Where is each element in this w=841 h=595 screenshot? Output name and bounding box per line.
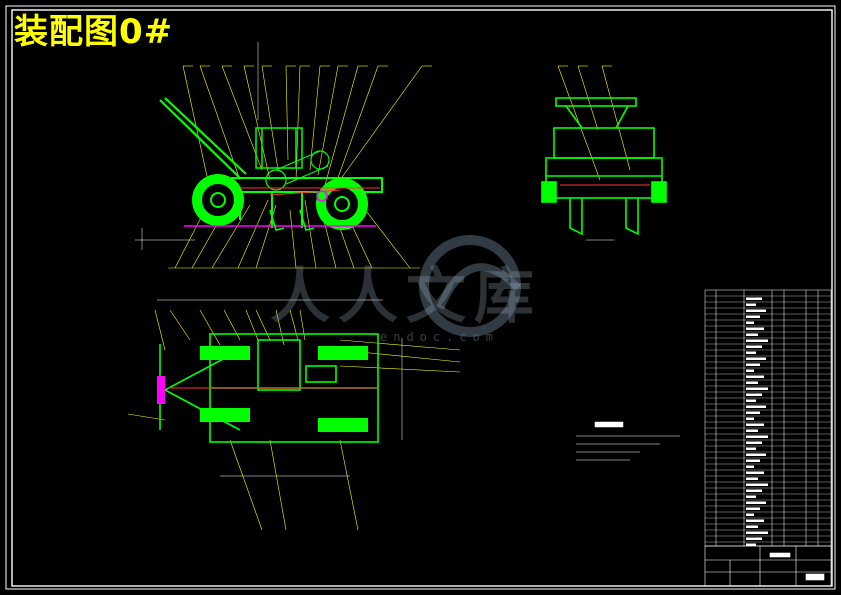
front-view xyxy=(135,42,432,269)
parts-row-text xyxy=(746,537,762,540)
parts-row-text xyxy=(746,429,758,432)
watermark-text: 人人文库 xyxy=(270,262,542,332)
parts-row-text xyxy=(746,513,754,516)
front-wheel xyxy=(192,174,244,226)
parts-row-text xyxy=(746,369,754,372)
plan-grip xyxy=(157,376,165,404)
parts-row-text xyxy=(746,375,764,378)
parts-row-text xyxy=(746,321,754,324)
parts-row-text xyxy=(746,483,768,486)
parts-row-text xyxy=(746,381,758,384)
inner-frame xyxy=(11,9,833,587)
parts-row-text xyxy=(746,459,760,462)
parts-row-text xyxy=(746,519,764,522)
parts-list xyxy=(704,289,832,547)
parts-row-text xyxy=(746,399,756,402)
parts-row-text xyxy=(746,489,762,492)
parts-row-text xyxy=(746,327,764,330)
parts-row-text xyxy=(746,297,762,300)
side-body xyxy=(541,127,667,236)
top-view xyxy=(127,299,680,531)
parts-list-rows xyxy=(705,295,831,546)
parts-row-text xyxy=(746,363,760,366)
parts-row-text xyxy=(746,501,766,504)
side-handle xyxy=(555,97,637,129)
rear-wheel xyxy=(316,178,368,230)
parts-row-text xyxy=(746,495,756,498)
parts-row-text xyxy=(746,333,758,336)
parts-row-text xyxy=(746,393,762,396)
parts-row-text xyxy=(746,441,762,444)
drawing-title: 装配图0# xyxy=(14,12,174,52)
parts-row-text xyxy=(746,525,758,528)
parts-row-text xyxy=(746,417,754,420)
parts-row-text xyxy=(746,507,760,510)
parts-row-text xyxy=(746,303,756,306)
handle-bar xyxy=(159,97,247,179)
watermark-url: endoc.com xyxy=(380,330,500,344)
title-block xyxy=(704,545,832,587)
parts-row-text xyxy=(746,543,756,546)
parts-row-text xyxy=(746,315,760,318)
parts-row-text xyxy=(746,351,756,354)
parts-row-text xyxy=(746,345,762,348)
parts-row-text xyxy=(746,471,764,474)
parts-row-text xyxy=(746,465,754,468)
parts-row-text xyxy=(746,387,768,390)
parts-row-text xyxy=(746,339,768,342)
drive-chain xyxy=(265,150,330,191)
parts-row-text xyxy=(746,423,764,426)
highlight-part xyxy=(184,190,376,227)
side-view xyxy=(541,65,667,241)
parts-row-text xyxy=(746,435,768,438)
hidden-lines xyxy=(240,187,380,196)
parts-row-text xyxy=(746,309,766,312)
plan-wheels xyxy=(200,346,368,432)
parts-row-text xyxy=(746,447,756,450)
furrow-openers xyxy=(269,209,315,231)
parts-row-text xyxy=(746,411,760,414)
parts-row-text xyxy=(746,477,758,480)
parts-row-text xyxy=(746,531,768,534)
parts-row-text xyxy=(746,453,766,456)
parts-row-text xyxy=(746,357,766,360)
parts-row-text xyxy=(746,405,766,408)
outer-frame xyxy=(5,5,836,590)
tech-notes xyxy=(576,421,680,461)
plan-leaders xyxy=(127,309,461,531)
